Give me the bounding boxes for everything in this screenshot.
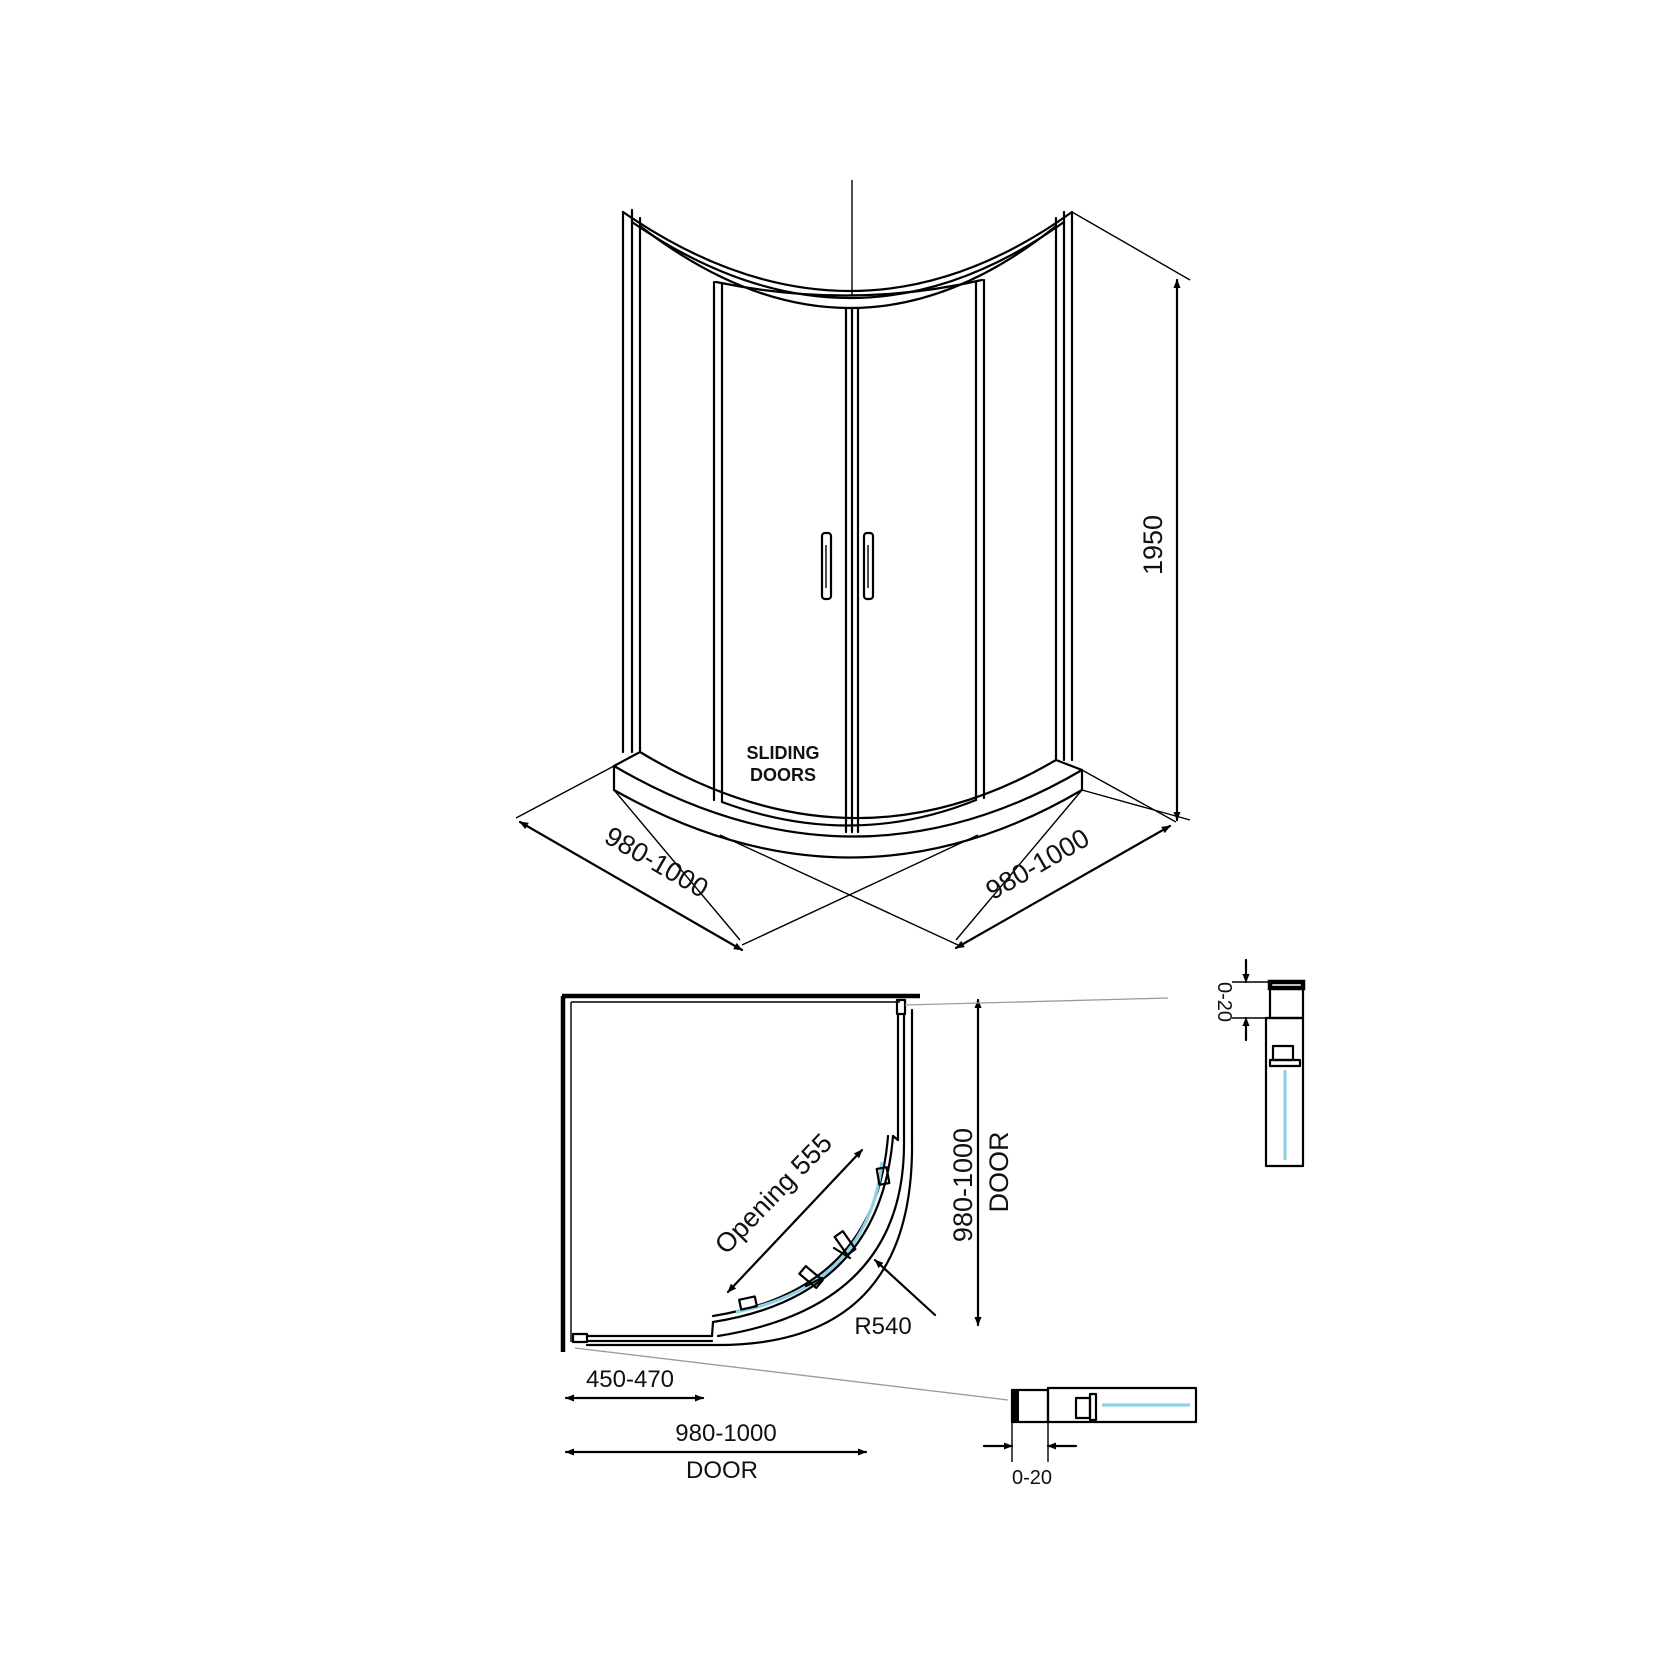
radius-label: R540 (854, 1313, 911, 1340)
width-label: 980-1000 (675, 1420, 776, 1447)
sliding-doors-label-line1: SLIDING (746, 743, 819, 763)
adjust-bottom-label: 0-20 (1012, 1467, 1052, 1489)
width-door-label: DOOR (686, 1457, 758, 1484)
sliding-doors-label-line2: DOORS (750, 765, 816, 785)
elevation-view: 1950 980-1000 980-1000 SLIDING DOORS (515, 180, 1191, 952)
return-width-label: 450-470 (586, 1366, 674, 1393)
width-right-label: 980-1000 (981, 823, 1095, 906)
opening-label: Opening 555 (709, 1128, 838, 1260)
adjust-top-label: 0-20 (1213, 982, 1235, 1022)
detail-bottom-profile: 0-20 (982, 1386, 1198, 1489)
depth-door-label: DOOR (984, 1132, 1014, 1213)
height-label: 1950 (1138, 515, 1168, 575)
width-left-label: 980-1000 (600, 821, 714, 904)
detail-top-profile: 0-20 (1213, 958, 1306, 1168)
depth-label: 980-1000 (948, 1128, 978, 1242)
